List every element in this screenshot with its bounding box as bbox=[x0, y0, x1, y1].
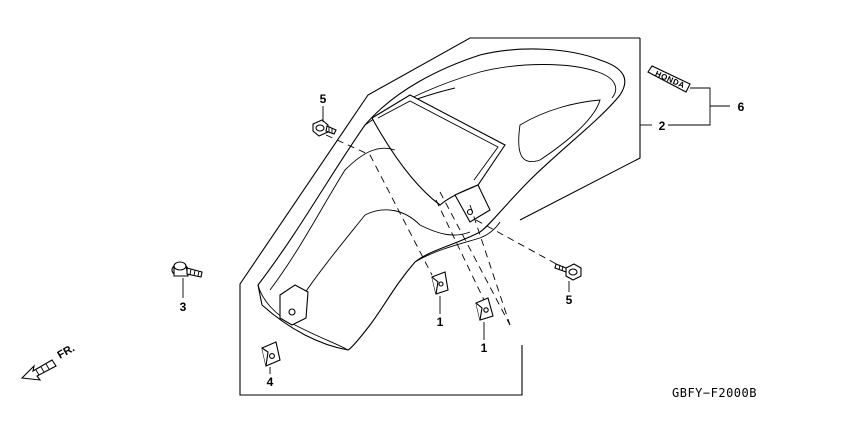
clip-nut-lower bbox=[475, 297, 494, 321]
callout-1-lower: 1 bbox=[481, 341, 488, 355]
emblem-text: HONDA bbox=[654, 69, 687, 90]
rear-fender bbox=[257, 48, 626, 351]
callout-1-upper: 1 bbox=[437, 315, 444, 329]
clip-4 bbox=[261, 341, 281, 367]
bolt-lower bbox=[554, 263, 582, 281]
callout-5-upper: 5 bbox=[320, 92, 327, 106]
callout-labels: 5 2 6 3 5 1 1 4 bbox=[180, 92, 745, 389]
assembly-frame bbox=[239, 37, 641, 396]
front-direction-marker: FR. bbox=[20, 342, 77, 381]
clip-nut-upper bbox=[431, 271, 449, 295]
callout-5-lower: 5 bbox=[566, 293, 573, 307]
callout-4: 4 bbox=[267, 375, 274, 389]
bolt-upper bbox=[312, 119, 337, 137]
leader-lines bbox=[640, 87, 730, 126]
honda-emblem: HONDA bbox=[647, 65, 691, 93]
diagram-code: GBFY−F2000B bbox=[672, 386, 757, 400]
callout-3: 3 bbox=[180, 300, 187, 314]
callout-6: 6 bbox=[738, 100, 745, 114]
direction-label: FR. bbox=[56, 342, 77, 361]
assembly-dashed-lines bbox=[325, 134, 561, 326]
callout-2: 2 bbox=[659, 119, 666, 133]
bolt-3 bbox=[171, 261, 203, 278]
